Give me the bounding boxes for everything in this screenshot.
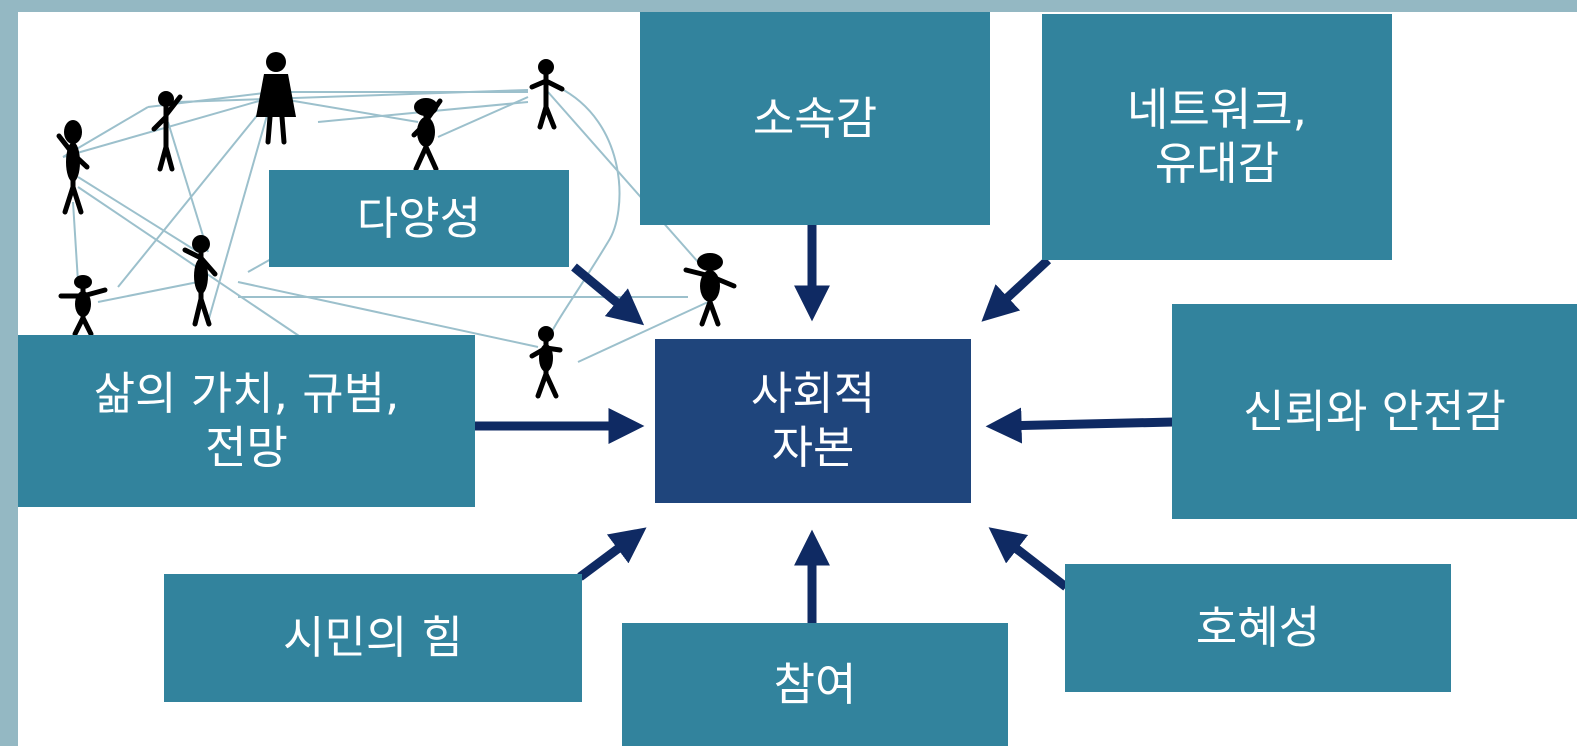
node-reciprocity-label: 호혜성 [1195,601,1321,654]
node-social-capital: 사회적 자본 [655,339,971,503]
node-trust-label: 신뢰와 안전감 [1243,384,1506,438]
node-participation-label: 참여 [773,657,857,711]
node-participation: 참여 [622,623,1008,746]
arrow-network [981,256,1052,322]
node-citizen-label: 시민의 힘 [283,611,463,664]
network-illustration [56,52,737,399]
node-network-label: 네트워크, 유대감 [1127,83,1307,190]
node-values: 삶의 가치, 규범, 전망 [18,335,475,507]
node-social-capital-label: 사회적 자본 [750,367,876,474]
node-diversity: 다양성 [269,170,569,267]
node-reciprocity: 호혜성 [1065,564,1451,692]
node-citizen: 시민의 힘 [164,574,582,702]
node-trust: 신뢰와 안전감 [1172,304,1577,519]
arrow-trust [985,407,1174,444]
arrows-layer [475,224,1174,624]
node-diversity-label: 다양성 [356,191,482,245]
diagram-canvas: 소속감 네트워크, 유대감 다양성 삶의 가치, 규범, 전망 사회적 자본 신… [18,12,1577,746]
node-network: 네트워크, 유대감 [1042,14,1392,260]
node-belonging-label: 소속감 [752,91,878,145]
arrow-citizen [577,527,647,581]
node-values-label: 삶의 가치, 규범, 전망 [93,367,400,474]
node-belonging: 소속감 [640,12,990,225]
arrow-diversity [571,263,645,326]
arrow-reciprocity [988,527,1069,591]
